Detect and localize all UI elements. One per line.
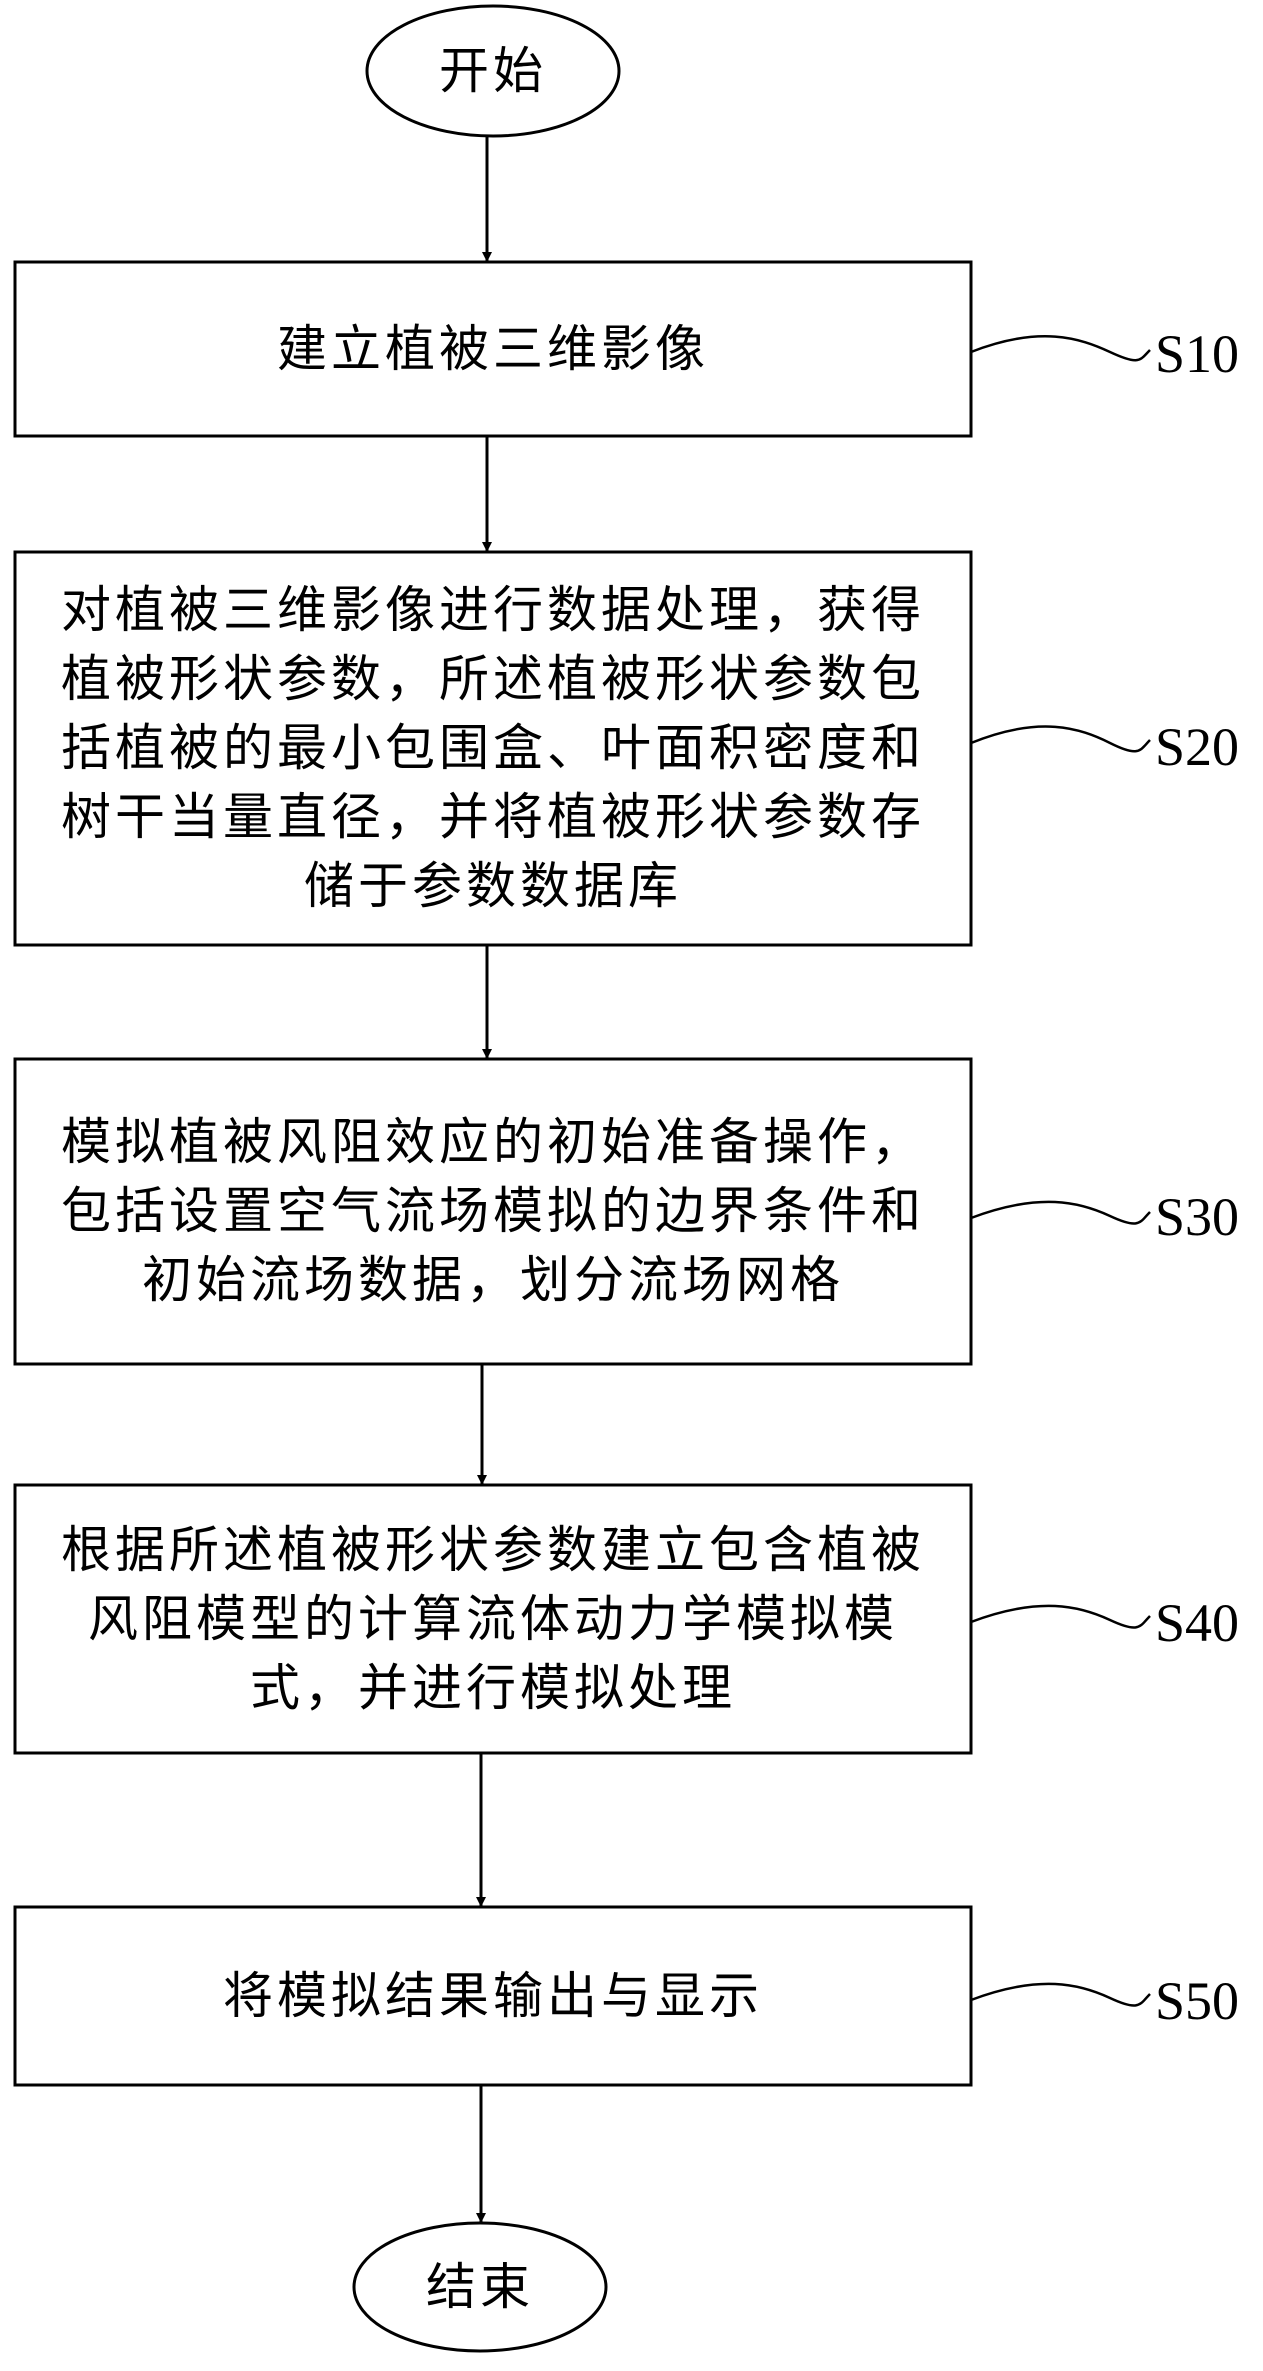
step-id-s30: S30 [1155,1187,1240,1247]
leader-line-s10 [970,335,1151,362]
leader-line-s40 [970,1604,1151,1629]
start-terminal [365,4,621,138]
leader-line-s20 [970,725,1151,753]
start-label: 开始 [439,41,547,100]
step-id-s10: S10 [1155,324,1240,384]
end-terminal [352,2221,608,2353]
step-text-s40: 根据所述植被形状参数建立包含植被风阻模型的计算流体动力学模拟模式，并进行模拟处理 [61,1520,925,1717]
step-text-s10: 建立植被三维影像 [277,319,709,378]
step-text-s30: 模拟植被风阻效应的初始准备操作，包括设置空气流场模拟的边界条件和初始流场数据，划… [61,1113,925,1309]
step-box-s20 [13,550,973,947]
step-id-s40: S40 [1155,1593,1240,1653]
end-label: 结束 [426,2257,534,2316]
step-id-s50: S50 [1155,1971,1240,2031]
leader-line-s50 [970,1982,1151,2007]
step-text-s20: 对植被三维影像进行数据处理，获得植被形状参数，所述植被形状参数包括植被的最小包围… [61,581,925,915]
step-id-s20: S20 [1155,717,1240,777]
step-box-s40 [13,1483,973,1755]
step-box-s10 [13,260,973,438]
step-box-s30 [13,1057,973,1366]
step-text-s50: 将模拟结果输出与显示 [223,1966,763,2025]
step-box-s50 [13,1905,973,2087]
leader-line-s30 [970,1200,1151,1225]
